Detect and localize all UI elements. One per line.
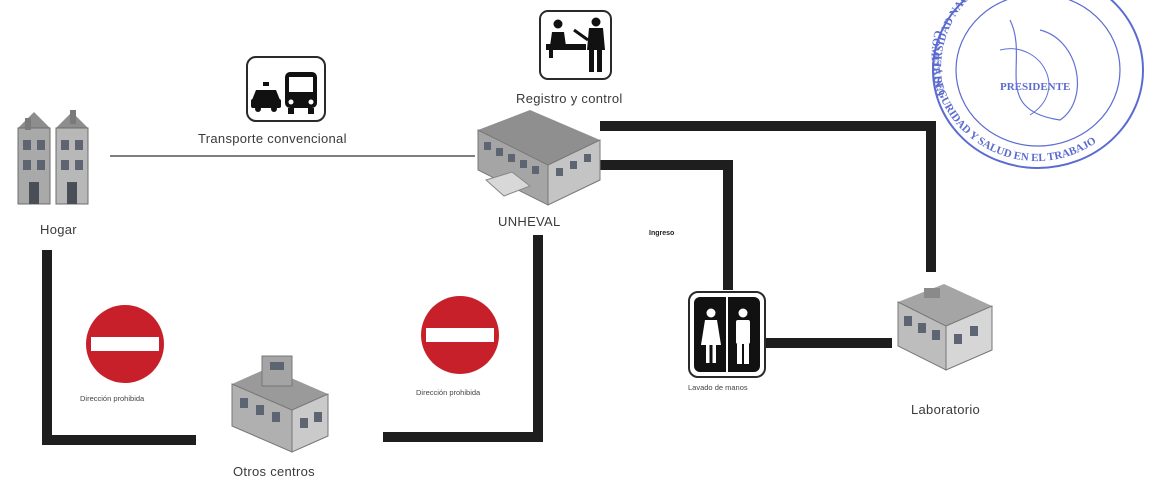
- path-otros-unheval: [383, 235, 543, 442]
- node-label-laboratorio: Laboratorio: [911, 402, 981, 417]
- path-unheval-laboratorio: [600, 121, 936, 272]
- stamp-text-bottom: COMITÉ SEGURIDAD Y SALUD EN EL TRABAJO: [929, 29, 1099, 164]
- node-label-registro: Registro y control: [516, 91, 623, 106]
- path-unheval-lavado: [600, 160, 733, 290]
- stamp-inner: PRESIDENTE: [1000, 81, 1070, 93]
- restroom-handwash-icon: [688, 291, 766, 378]
- registration-desk-icon: [539, 10, 612, 80]
- other-centers-building-icon: [231, 355, 329, 453]
- university-building-icon: [477, 110, 601, 206]
- committee-seal-stamp: UNIVERSIDAD NACIONAL COMITÉ SEGURIDAD Y …: [929, 0, 1144, 169]
- house-icon: [17, 110, 89, 205]
- edge-label-transporte: Transporte convencional: [198, 131, 347, 146]
- node-label-unheval: UNHEVAL: [498, 214, 561, 229]
- node-label-lavado: Lavado de manos: [688, 383, 748, 392]
- edge-label-prohibida-left: Dirección prohibida: [80, 394, 145, 403]
- node-label-otros: Otros centros: [233, 464, 315, 479]
- no-entry-sign-mid-icon: [421, 296, 499, 374]
- laboratory-building-icon: [897, 284, 993, 371]
- transport-sign-icon: [246, 56, 326, 122]
- svg-text:COMITÉ SEGURIDAD Y SALUD EN EL: COMITÉ SEGURIDAD Y SALUD EN EL TRABAJO: [929, 29, 1099, 164]
- path-hogar-otros: [42, 250, 196, 445]
- node-label-hogar: Hogar: [40, 222, 77, 237]
- edge-label-prohibida-mid: Dirección prohibida: [416, 388, 481, 397]
- no-entry-sign-left-icon: [86, 305, 164, 383]
- edge-label-ingreso: Ingreso: [649, 230, 675, 237]
